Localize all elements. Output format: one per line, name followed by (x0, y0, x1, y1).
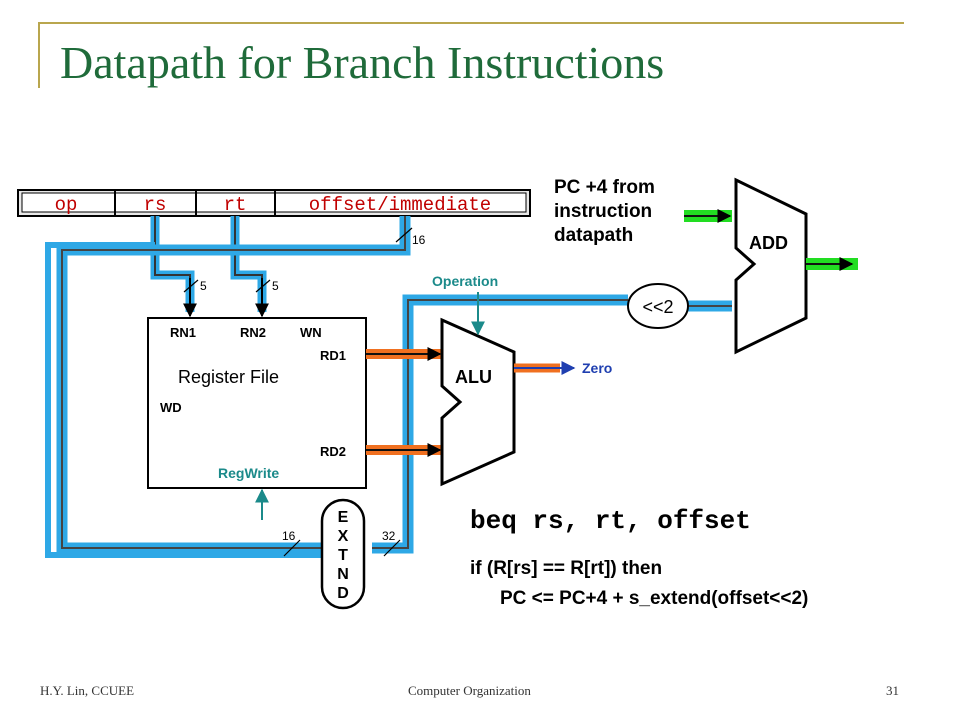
read-data-buses (366, 347, 442, 457)
field-op: op (55, 194, 78, 216)
width-rs: 5 (200, 279, 207, 293)
shift-left-unit: <<2 (627, 283, 689, 329)
register-file-label: Register File (178, 367, 279, 387)
adder-label: ADD (749, 233, 788, 253)
extend-letter-n: N (337, 566, 349, 583)
pc-source-line-3: datapath (554, 225, 633, 246)
semantics-line-1: if (R[rs] == R[rt]) then (470, 558, 662, 579)
alu: ALU (440, 317, 516, 487)
port-rn2: RN2 (240, 325, 266, 340)
width-rt: 5 (272, 279, 279, 293)
port-rd2: RD2 (320, 444, 346, 459)
regwrite-label: RegWrite (218, 465, 279, 481)
extend-letter-t: T (338, 547, 348, 564)
extend-letter-e: E (338, 509, 349, 526)
width-extend-out: 32 (382, 529, 396, 543)
slide-title: Datapath for Branch Instructions (60, 37, 665, 88)
title-accent-line (38, 22, 904, 24)
field-offset: offset/immediate (309, 194, 491, 216)
shift-label: <<2 (642, 297, 673, 317)
field-rs: rs (144, 194, 167, 216)
sign-extend-unit: E X T N D (320, 498, 366, 610)
port-rd1: RD1 (320, 348, 346, 363)
footer-author: H.Y. Lin, CCUEE (40, 683, 135, 698)
alu-label: ALU (455, 367, 492, 387)
footer-page-number: 31 (886, 683, 899, 698)
instruction-format: op rs rt offset/immediate (17, 189, 531, 217)
extend-letter-d: D (337, 585, 349, 602)
semantics-line-2: PC <= PC+4 + s_extend(offset<<2) (500, 588, 808, 609)
port-wn: WN (300, 325, 322, 340)
field-rt: rt (224, 194, 247, 216)
instruction-example: beq rs, rt, offset (470, 506, 751, 536)
bus-wires (45, 216, 732, 558)
pc-source-line-2: instruction (554, 201, 652, 222)
port-rn1: RN1 (170, 325, 196, 340)
footer-course: Computer Organization (408, 683, 531, 698)
zero-label: Zero (582, 360, 612, 376)
port-wd: WD (160, 400, 182, 415)
pc-source-line-1: PC +4 from (554, 177, 655, 198)
width-extend-in: 16 (282, 529, 296, 543)
adder: ADD (734, 177, 808, 355)
operation-label: Operation (432, 273, 498, 289)
width-offset: 16 (412, 233, 426, 247)
register-file: RN1 RN2 WN RD1 Register File WD RD2 RegW… (147, 317, 367, 489)
extend-letter-x: X (338, 528, 349, 545)
title-accent-bar (38, 22, 40, 88)
